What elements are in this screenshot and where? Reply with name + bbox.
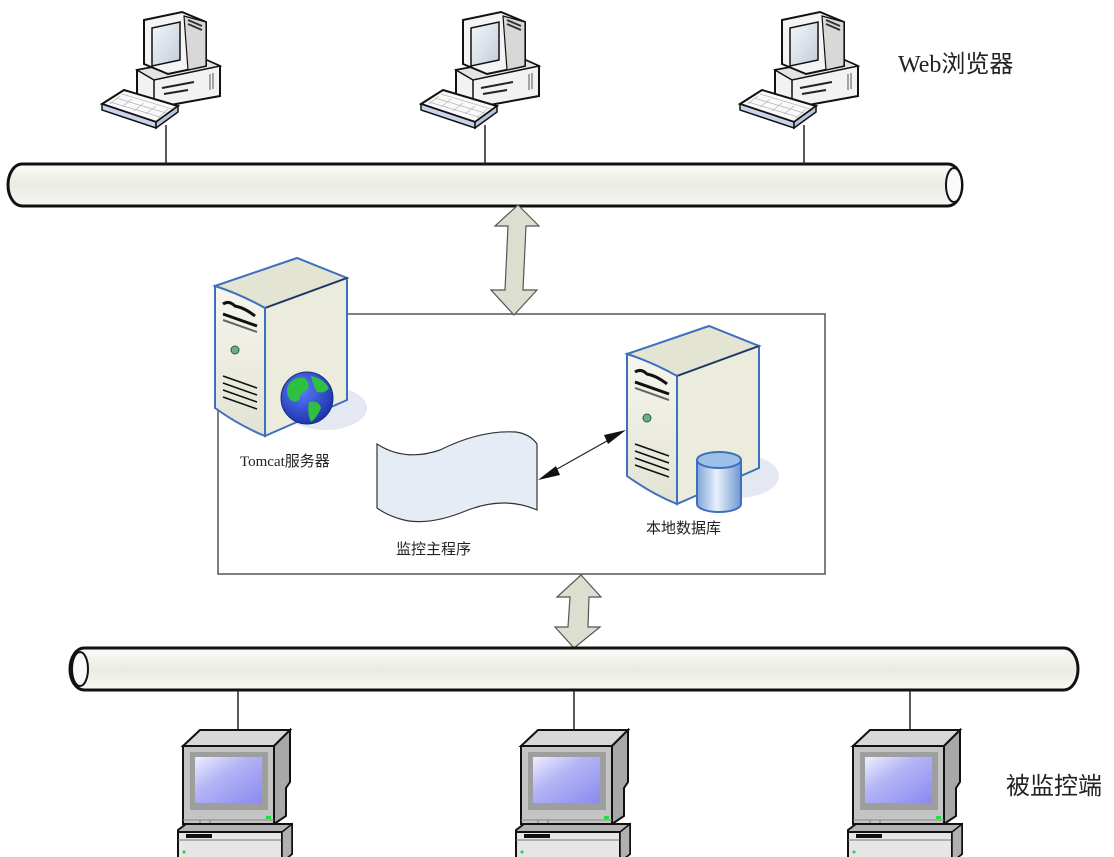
monitor-program-document (376, 431, 538, 523)
globe-icon (280, 371, 334, 425)
database-server-icon (625, 324, 781, 513)
bidirectional-arrow-bottom (553, 574, 603, 649)
web-browser-label: Web浏览器 (898, 52, 1014, 78)
web-browser-bus (6, 162, 964, 208)
terminal-computer-icon (847, 729, 963, 857)
terminal-computer-icon (515, 729, 631, 857)
tomcat-server-label: Tomcat服务器 (240, 454, 330, 470)
terminal-computer-icon (177, 729, 293, 857)
desktop-computer-icon (420, 11, 540, 129)
program-database-link (538, 430, 626, 480)
tomcat-server-icon (213, 256, 369, 438)
monitored-bus (68, 646, 1080, 692)
monitored-clients-label: 被监控端 (1006, 774, 1102, 800)
monitor-program-label: 监控主程序 (396, 542, 472, 558)
desktop-computer-icon (739, 11, 859, 129)
local-database-label: 本地数据库 (646, 521, 722, 537)
database-cylinder-icon (696, 451, 742, 513)
desktop-computer-icon (101, 11, 221, 129)
bidirectional-arrow-top (489, 204, 541, 316)
